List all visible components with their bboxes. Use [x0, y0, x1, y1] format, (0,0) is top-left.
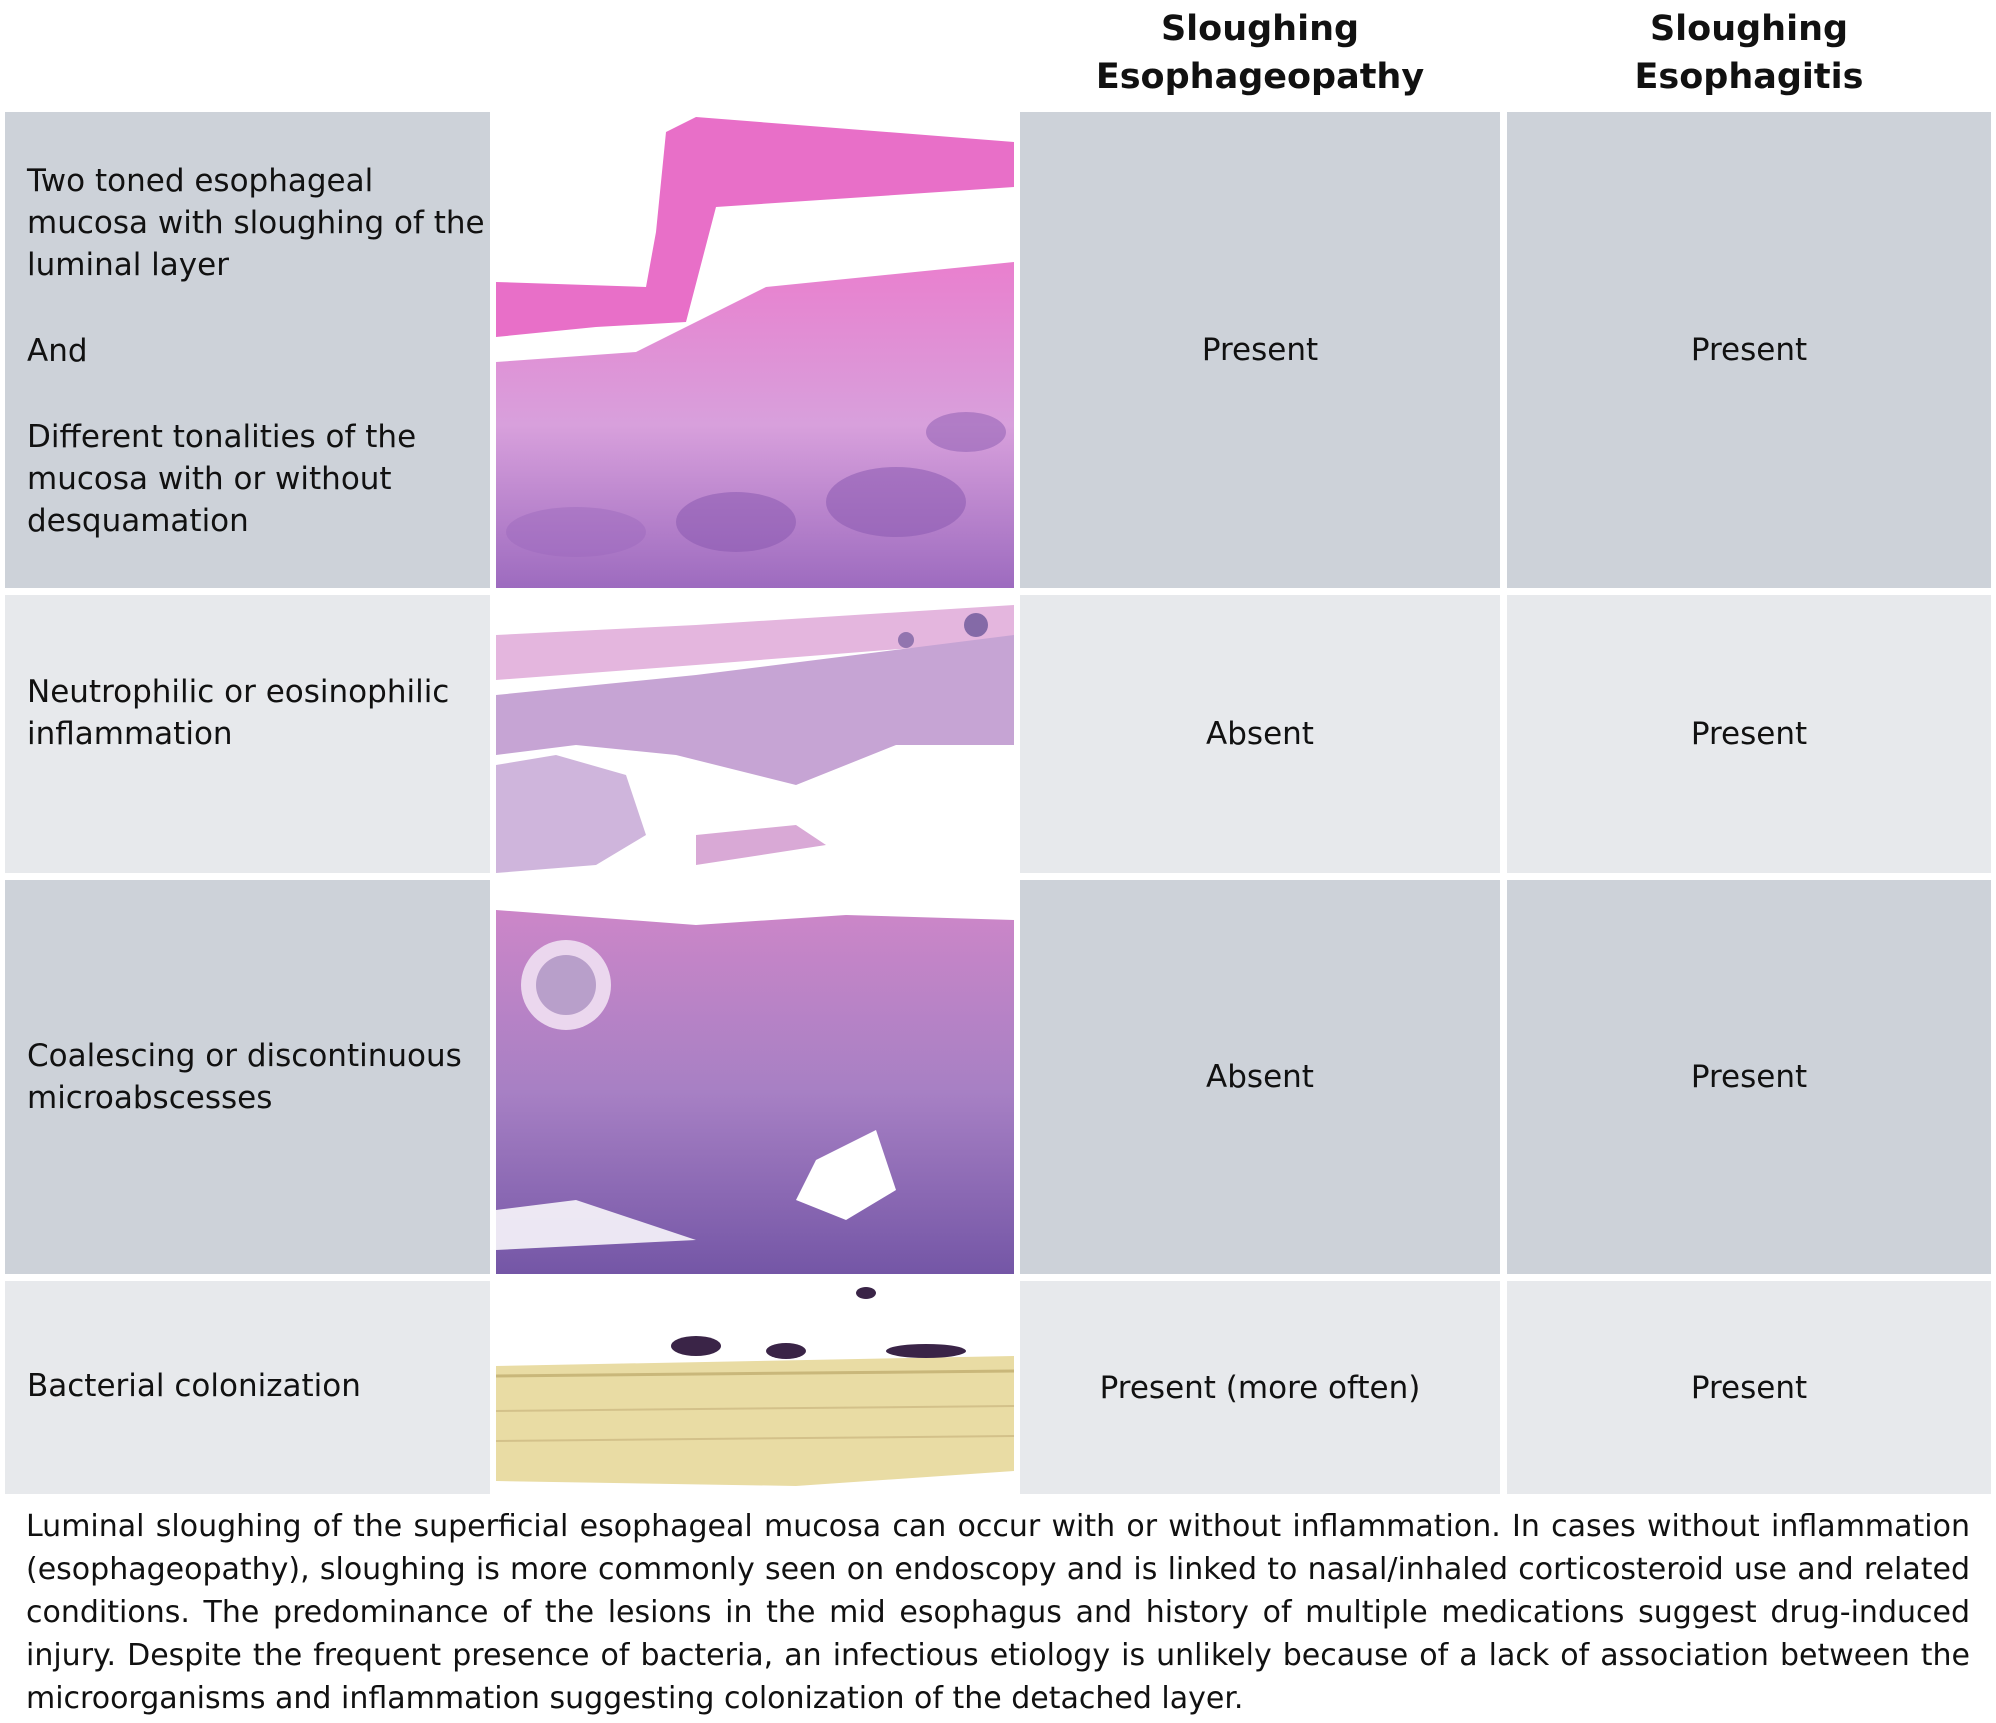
row2-label-line: inflammation — [27, 716, 233, 752]
header-col1-line2: Esophageopathy — [1095, 56, 1425, 97]
row1-label-line: mucosa with or without — [27, 461, 392, 497]
row1-label-line: luminal layer — [27, 247, 229, 283]
row4-histology-image — [496, 1281, 1014, 1494]
figure-caption: Luminal sloughing of the superficial eso… — [26, 1509, 1970, 1716]
row2-histology-image — [496, 595, 1014, 873]
row3-histology-image — [496, 880, 1014, 1274]
row1-esophageopathy-value: Present — [1020, 112, 1500, 588]
row4-esophageopathy-value: Present (more often) — [1020, 1281, 1500, 1494]
header-col1-line1: Sloughing — [1160, 8, 1360, 49]
header-sloughing-esophagitis: Sloughing Esophagitis — [1507, 0, 1991, 105]
row2-esophagitis-value: Present — [1507, 595, 1991, 873]
row1-label-line: mucosa with sloughing of the — [27, 205, 485, 241]
row1-label-and: And — [27, 333, 88, 369]
header-col2-line2: Esophagitis — [1634, 56, 1864, 97]
row2-feature-label: Neutrophilic or eosinophilic inflammatio… — [5, 595, 490, 873]
row3-feature-label: Coalescing or discontinuous microabscess… — [5, 880, 490, 1274]
row1-label-line: Different tonalities of the — [27, 419, 417, 455]
row1-label-line: Two toned esophageal — [27, 163, 374, 199]
row3-esophageopathy-value: Absent — [1020, 880, 1500, 1274]
row4-label-line: Bacterial colonization — [27, 1368, 361, 1404]
row3-esophagitis-value: Present — [1507, 880, 1991, 1274]
header-col2-line1: Sloughing — [1649, 8, 1849, 49]
row2-esophageopathy-value: Absent — [1020, 595, 1500, 873]
row4-esophagitis-value: Present — [1507, 1281, 1991, 1494]
header-sloughing-esophageopathy: Sloughing Esophageopathy — [1020, 0, 1500, 105]
row1-esophagitis-value: Present — [1507, 112, 1991, 588]
row1-feature-label: Two toned esophageal mucosa with sloughi… — [5, 112, 490, 588]
row1-label-line: desquamation — [27, 503, 249, 539]
row4-feature-label: Bacterial colonization — [5, 1281, 490, 1494]
row2-label-line: Neutrophilic or eosinophilic — [27, 674, 450, 710]
row3-label-line: Coalescing or discontinuous — [27, 1038, 462, 1074]
row1-histology-image — [496, 112, 1014, 588]
row3-label-line: microabscesses — [27, 1080, 273, 1116]
